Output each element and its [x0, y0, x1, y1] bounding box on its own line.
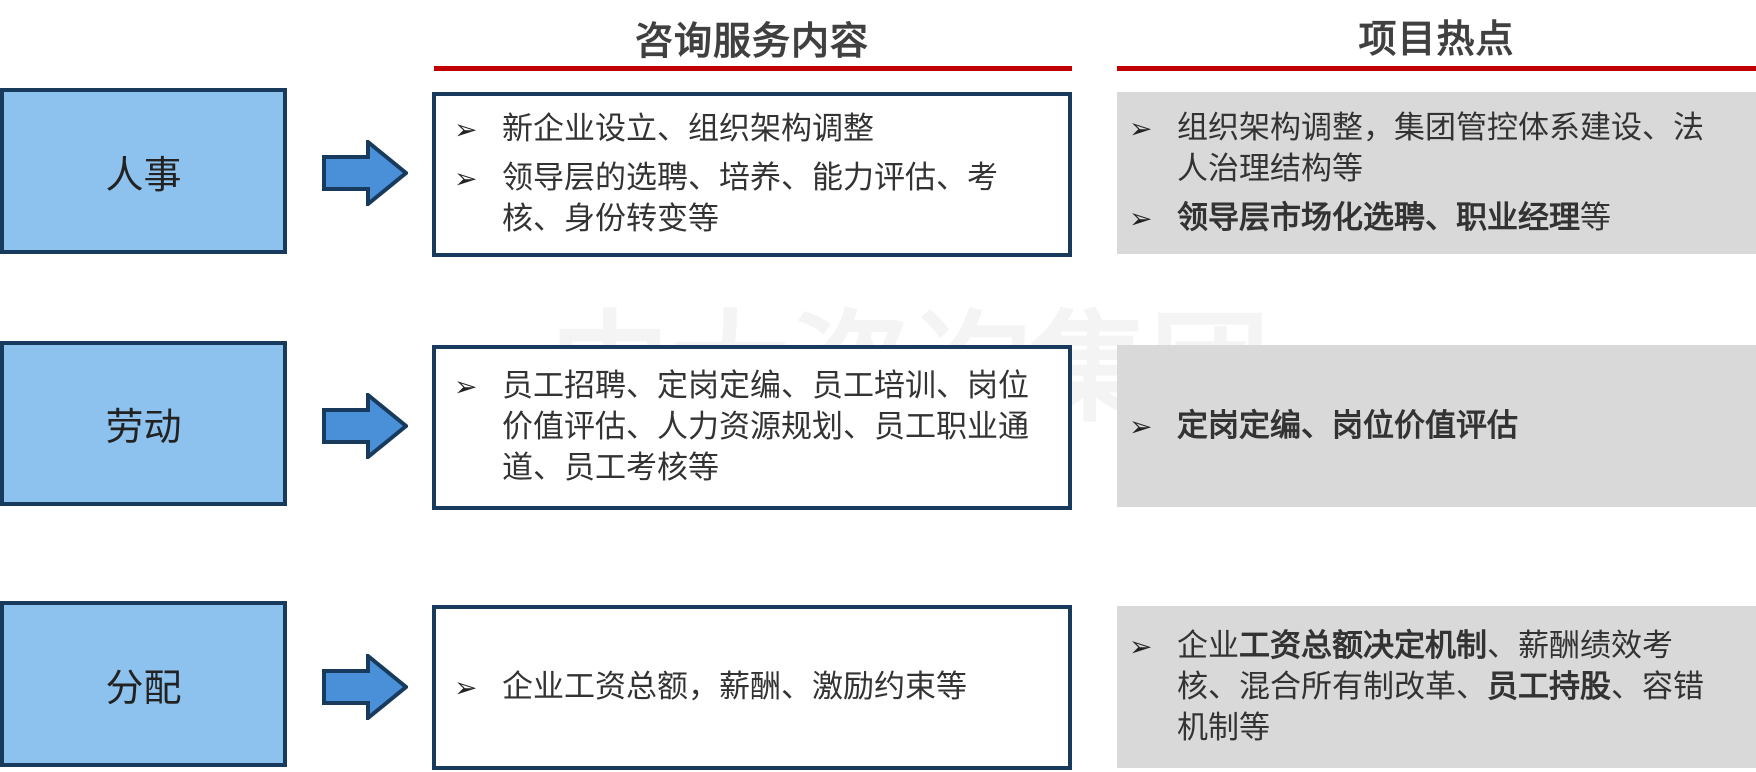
category-box-labor: 劳动	[0, 341, 287, 506]
hotspot-box-distribution: ➢ 企业工资总额决定机制、薪酬绩效考核、混合所有制改革、员工持股、容错机制等	[1117, 606, 1756, 768]
category-box-personnel: 人事	[0, 88, 287, 254]
bullet-arrow-icon: ➢	[454, 162, 478, 195]
bullet-arrow-icon: ➢	[1129, 111, 1153, 145]
list-item: ➢ 新企业设立、组织架构调整	[454, 109, 1048, 150]
service-box-distribution: ➢ 企业工资总额，薪酬、激励约束等	[432, 605, 1072, 770]
bold-text: 领导层市场化选聘、职业经理	[1177, 199, 1580, 236]
service-column-header: 咨询服务内容	[634, 19, 869, 63]
bold-text: 员工持股	[1487, 668, 1611, 705]
bullet-arrow-icon: ➢	[1129, 409, 1153, 443]
bold-text: 定岗定编、岗位价值评估	[1177, 407, 1518, 444]
list-item: ➢ 组织架构调整，集团管控体系建设、法人治理结构等	[1129, 109, 1704, 187]
list-item: ➢ 企业工资总额决定机制、薪酬绩效考核、混合所有制改革、员工持股、容错机制等	[1129, 627, 1704, 746]
category-box-distribution: 分配	[0, 601, 287, 767]
bullet-arrow-icon: ➢	[454, 370, 478, 403]
right-arrow-icon	[322, 140, 408, 206]
list-item: ➢ 企业工资总额，薪酬、激励约束等	[454, 667, 1048, 708]
bullet-arrow-icon: ➢	[454, 671, 478, 704]
service-box-personnel: ➢ 新企业设立、组织架构调整 ➢ 领导层的选聘、培养、能力评估、考核、身份转变等	[432, 92, 1072, 257]
list-item: ➢ 领导层市场化选聘、职业经理等	[1129, 198, 1730, 239]
list-item: ➢ 领导层的选聘、培养、能力评估、考核、身份转变等	[454, 160, 998, 237]
category-label: 劳动	[105, 405, 182, 449]
right-arrow-icon	[322, 393, 408, 459]
right-arrow-icon	[322, 654, 408, 720]
hotspot-column-header: 项目热点	[1358, 17, 1515, 61]
bold-text: 工资总额决定机制	[1239, 627, 1487, 664]
bullet-arrow-icon: ➢	[454, 113, 478, 146]
category-label: 分配	[105, 665, 182, 710]
bullet-arrow-icon: ➢	[1129, 201, 1153, 235]
service-header-rule	[434, 66, 1072, 71]
service-box-labor: ➢ 员工招聘、定岗定编、员工培训、岗位价值评估、人力资源规划、员工职业通道、员工…	[432, 345, 1072, 510]
hotspot-header-rule	[1117, 66, 1756, 71]
list-item: ➢ 定岗定编、岗位价值评估	[1129, 406, 1730, 447]
hotspot-box-personnel: ➢ 组织架构调整，集团管控体系建设、法人治理结构等 ➢ 领导层市场化选聘、职业经…	[1117, 92, 1756, 254]
hotspot-box-labor: ➢ 定岗定编、岗位价值评估	[1117, 345, 1756, 507]
bullet-arrow-icon: ➢	[1129, 629, 1153, 663]
category-label: 人事	[105, 152, 182, 197]
list-item: ➢ 员工招聘、定岗定编、员工培训、岗位价值评估、人力资源规划、员工职业通道、员工…	[454, 368, 1029, 486]
